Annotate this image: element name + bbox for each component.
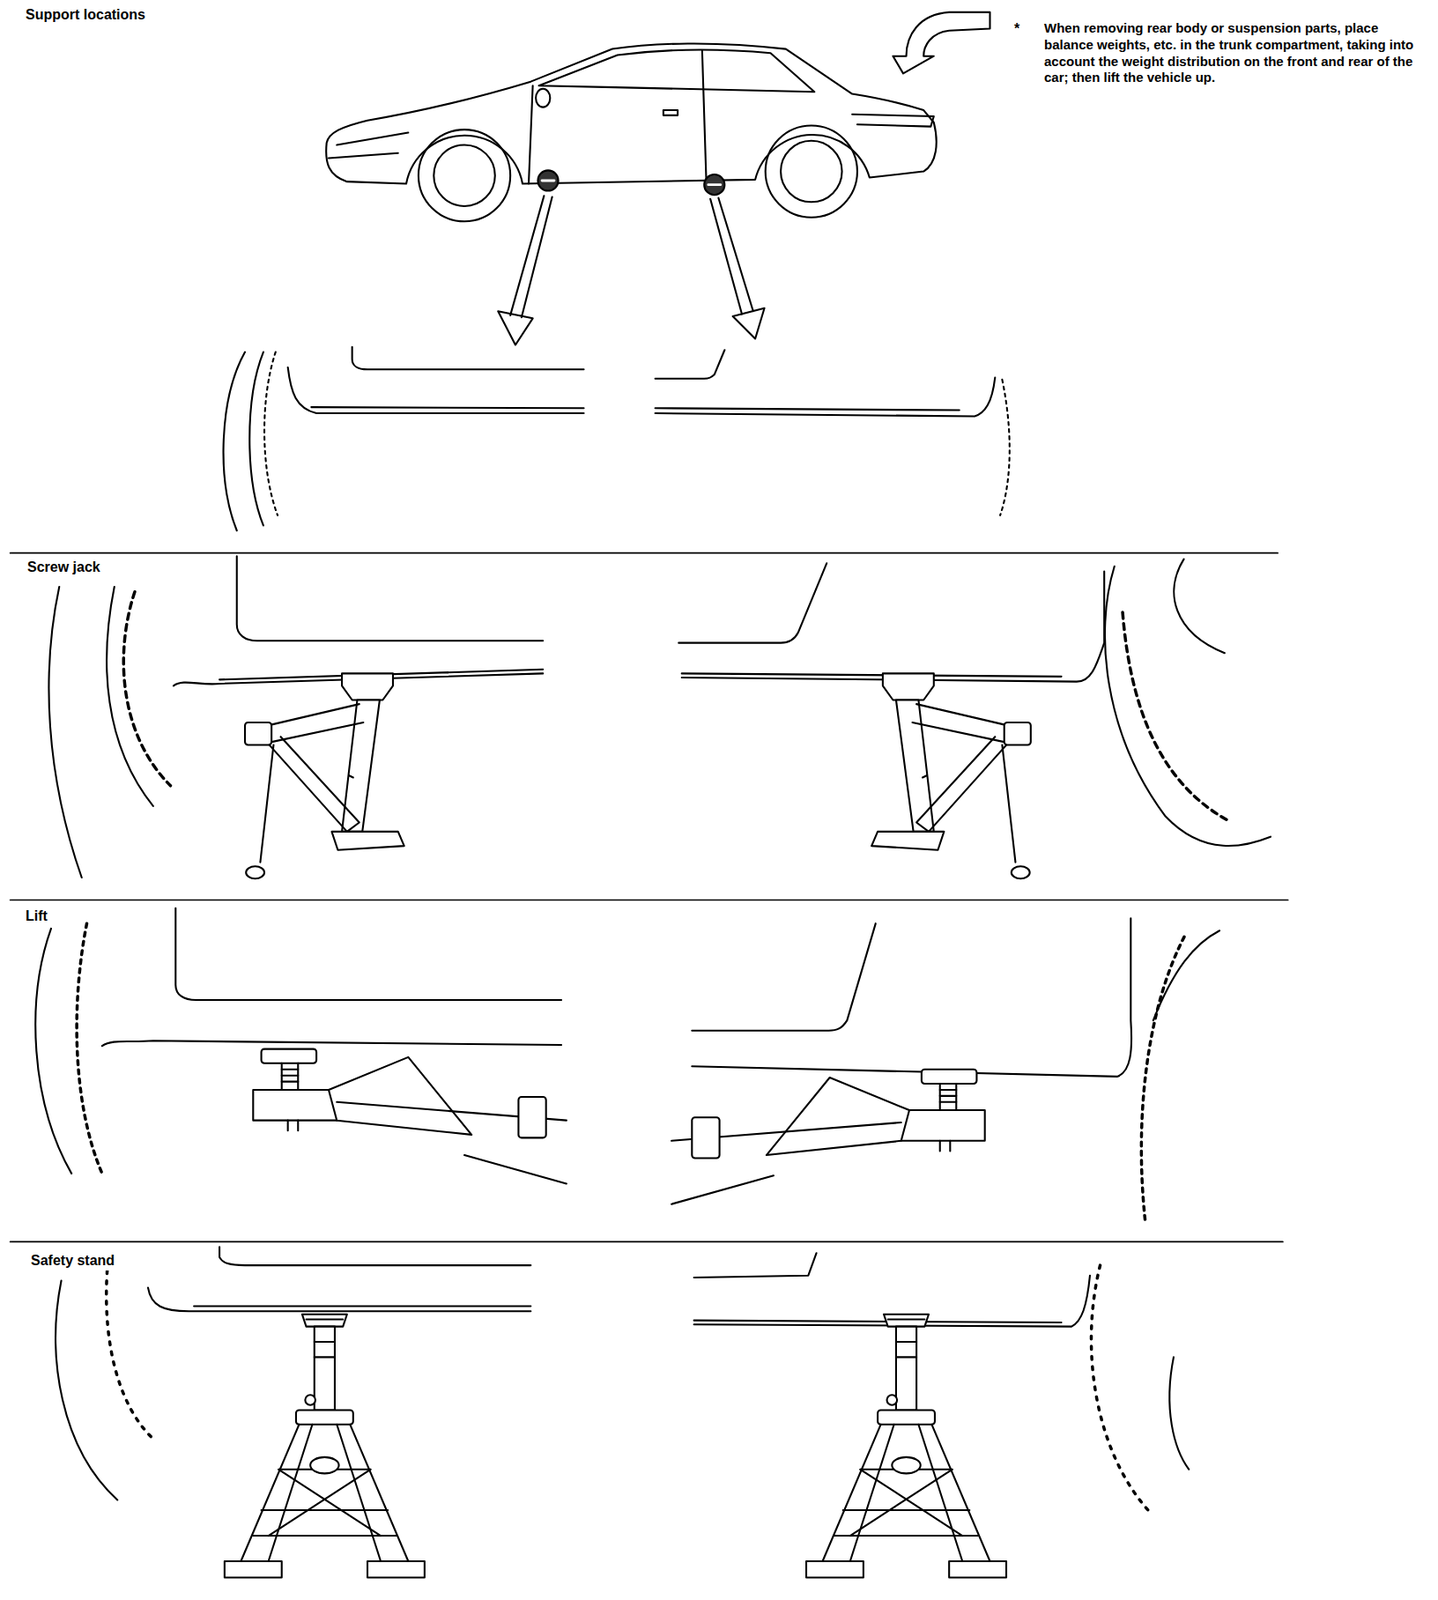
panel-heading: Lift bbox=[22, 906, 51, 927]
panel-heading: Screw jack bbox=[24, 557, 104, 578]
note-text: When removing rear body or suspension pa… bbox=[1041, 19, 1422, 88]
note-bullet: * bbox=[1011, 19, 1023, 39]
panel-heading: Support locations bbox=[22, 5, 149, 25]
panel-heading: Safety stand bbox=[28, 1251, 118, 1271]
